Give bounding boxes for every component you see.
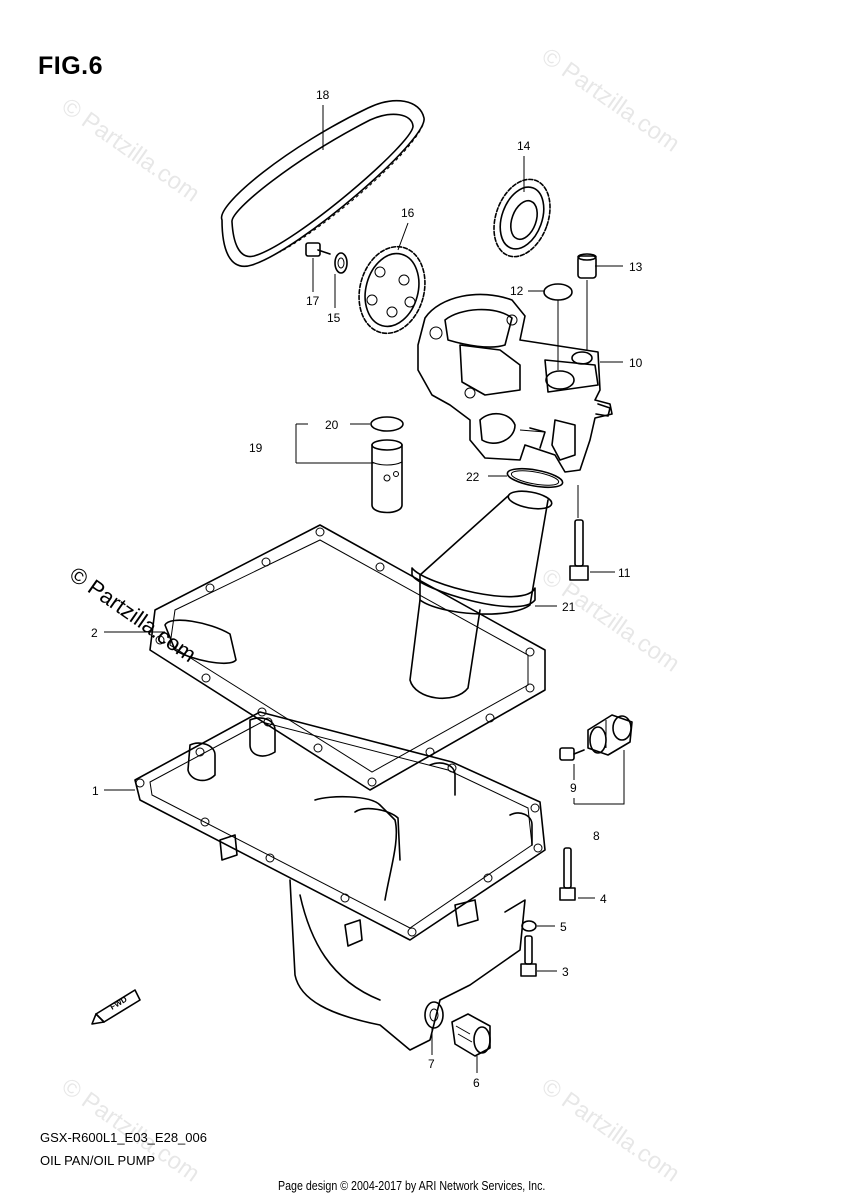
callout-1: 1 — [92, 784, 99, 798]
watermark-text: © Partzilla.com — [537, 43, 685, 158]
page-credit: Page design © 2004-2017 by ARI Network S… — [278, 1178, 546, 1193]
part-3-bolt — [520, 935, 537, 977]
forward-direction-arrow: FWD — [91, 989, 141, 1025]
part-1-oil-pan — [134, 711, 546, 1051]
watermark-text: © Partzilla.com — [537, 563, 685, 678]
leader-lines — [104, 105, 625, 1073]
part-10-oil-pump — [417, 293, 613, 473]
callout-4: 4 — [600, 892, 607, 906]
diagram-title: OIL PAN/OIL PUMP — [40, 1153, 156, 1168]
part-22-o-ring — [506, 467, 564, 489]
callout-13: 13 — [629, 260, 643, 274]
callout-20: 20 — [325, 418, 339, 432]
part-15-washer — [334, 252, 348, 274]
callout-10: 10 — [629, 356, 643, 370]
callout-3: 3 — [562, 965, 569, 979]
part-13-dowel — [577, 253, 597, 279]
callout-9: 9 — [570, 781, 577, 795]
callout-21: 21 — [562, 600, 576, 614]
part-4-bolt — [559, 847, 576, 901]
part-21-oil-strainer — [409, 490, 553, 700]
figure-title: FIG.6 — [38, 52, 104, 80]
callout-22: 22 — [466, 470, 480, 484]
callout-12: 12 — [510, 284, 524, 298]
callout-numbers: 18 14 16 13 12 17 15 10 20 19 22 11 21 2… — [91, 88, 643, 1090]
part-18-drive-chain — [220, 100, 425, 268]
callout-16: 16 — [401, 206, 415, 220]
callout-2: 2 — [91, 626, 98, 640]
part-11-bolt — [569, 519, 589, 581]
part-12-o-ring — [543, 283, 573, 301]
callout-19: 19 — [249, 441, 263, 455]
callout-11: 11 — [618, 566, 631, 580]
callout-6: 6 — [473, 1076, 480, 1090]
callout-8: 8 — [593, 829, 600, 843]
part-5-washer — [521, 920, 537, 932]
callout-15: 15 — [327, 311, 341, 325]
part-9-bolt — [559, 747, 585, 761]
part-14-gear — [493, 178, 551, 258]
callout-7: 7 — [428, 1057, 435, 1071]
callout-18: 18 — [316, 88, 330, 102]
watermark-text: © Partzilla.com — [537, 1073, 685, 1188]
part-19-relief-valve — [371, 439, 403, 514]
watermark-group: © Partzilla.com © Partzilla.com © Partzi… — [57, 43, 685, 1188]
part-6-drain-plug — [451, 1013, 491, 1057]
watermark-text: © Partzilla.com — [57, 93, 205, 208]
part-16-sprocket — [358, 245, 426, 335]
model-code: GSX-R600L1_E03_E28_006 — [40, 1130, 207, 1145]
callout-14: 14 — [517, 139, 531, 153]
part-17-bolt — [305, 242, 331, 257]
part-8-oil-pressure-switch — [587, 714, 633, 756]
part-20-o-ring — [370, 416, 404, 432]
callout-5: 5 — [560, 920, 567, 934]
part-7-gasket-washer — [424, 1001, 444, 1029]
part-2-gasket — [149, 524, 546, 791]
callout-17: 17 — [306, 294, 320, 308]
